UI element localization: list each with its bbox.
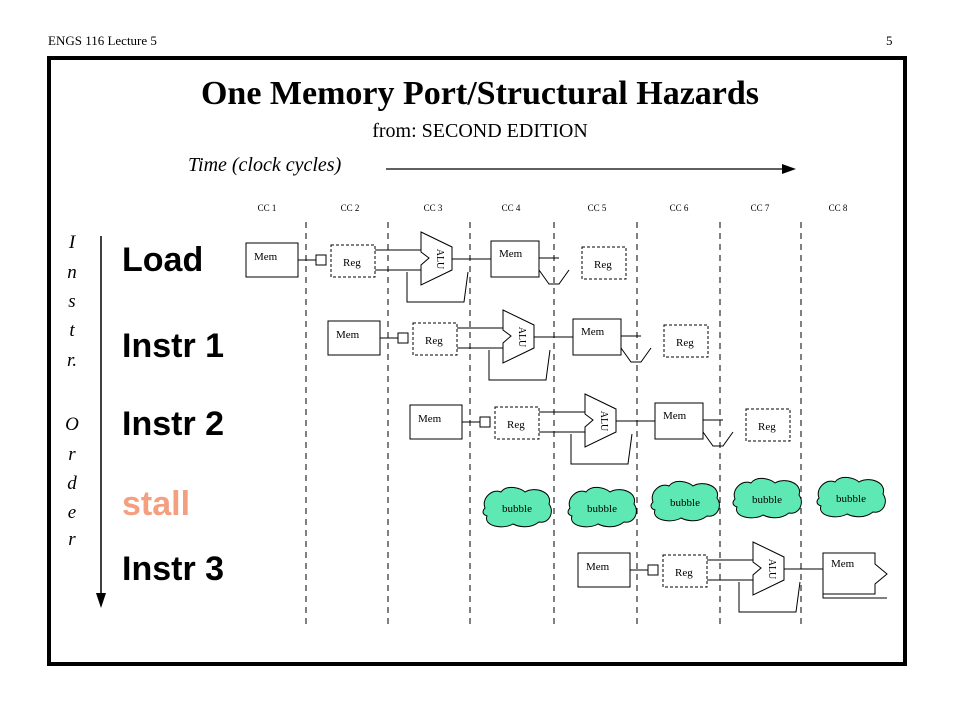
instr-mem-box xyxy=(327,320,381,356)
data-mem-label: Mem xyxy=(663,410,687,422)
reg-read-label: Reg xyxy=(507,419,525,431)
reg-write-label: Reg xyxy=(594,259,612,271)
cycle-label-6: CC 6 xyxy=(670,203,689,213)
cycle-label-5: CC 5 xyxy=(588,203,607,213)
slide-frame xyxy=(47,56,907,666)
reg-read-label: Reg xyxy=(425,335,443,347)
bubble-cloud-2 xyxy=(567,486,637,528)
bubble-label-4: bubble xyxy=(752,494,782,506)
bubble-label-1: bubble xyxy=(502,503,532,515)
bubble-cloud-5 xyxy=(816,476,886,518)
cycle-label-8: CC 8 xyxy=(829,203,848,213)
row-label-instr3: Instr 3 xyxy=(122,550,225,588)
order-letter-2: n xyxy=(67,262,77,283)
alu-label: ALU xyxy=(598,411,609,432)
order-letter-10: e xyxy=(68,502,76,523)
reg-read-box xyxy=(494,406,540,440)
alu-shape xyxy=(752,541,785,596)
alu-shape xyxy=(502,309,535,364)
row-label-load: Load xyxy=(122,241,204,279)
data-mem-box xyxy=(654,402,704,440)
data-mem-box xyxy=(822,552,888,595)
bubble-cloud-1 xyxy=(482,486,552,528)
order-letter-11: r xyxy=(68,529,76,550)
bubble-label-3: bubble xyxy=(670,497,700,509)
cycle-label-4: CC 4 xyxy=(502,203,521,213)
pipeline-latch xyxy=(479,416,491,428)
data-mem-box xyxy=(572,318,622,356)
time-arrow-head xyxy=(782,164,796,174)
cycle-label-7: CC 7 xyxy=(751,203,770,213)
order-letter-9: d xyxy=(67,473,77,494)
reg-read-box xyxy=(662,554,708,588)
data-mem-label: Mem xyxy=(831,558,855,570)
page-number: 5 xyxy=(886,33,893,48)
data-mem-box xyxy=(490,240,540,278)
alu-label: ALU xyxy=(766,559,777,580)
bubble-label-5: bubble xyxy=(836,493,866,505)
slide-title: One Memory Port/Structural Hazards xyxy=(200,75,760,112)
reg-read-label: Reg xyxy=(343,257,361,269)
reg-read-box xyxy=(330,244,376,278)
data-mem-label: Mem xyxy=(581,326,605,338)
time-axis-label: Time (clock cycles) xyxy=(188,154,342,176)
cycle-label-1: CC 1 xyxy=(258,203,277,213)
order-letter-7: O xyxy=(65,414,79,435)
instr-mem-label: Mem xyxy=(254,251,278,263)
reg-write-box xyxy=(745,408,791,442)
instr-mem-label: Mem xyxy=(336,329,360,341)
order-letter-1: I xyxy=(68,232,77,253)
reg-write-label: Reg xyxy=(676,337,694,349)
reg-write-box xyxy=(663,324,709,358)
bypass-wire xyxy=(570,433,633,465)
reg-write-box xyxy=(581,246,627,280)
order-letter-3: s xyxy=(68,291,75,312)
order-arrow-head xyxy=(96,593,106,608)
data-mem-label: Mem xyxy=(499,248,523,260)
row-label-stall: stall xyxy=(122,485,191,523)
instr-mem-label: Mem xyxy=(418,413,442,425)
bubble-cloud-3 xyxy=(650,480,720,522)
instr-mem-box xyxy=(409,404,463,440)
row-label-instr2: Instr 2 xyxy=(122,405,225,443)
cycle-label-2: CC 2 xyxy=(341,203,360,213)
cycle-label-3: CC 3 xyxy=(424,203,443,213)
alu-label: ALU xyxy=(434,249,445,270)
order-letter-8: r xyxy=(68,444,76,465)
alu-label: ALU xyxy=(516,327,527,348)
bypass-wire xyxy=(406,271,469,303)
lecture-header: ENGS 116 Lecture 5 xyxy=(48,33,157,48)
order-letter-5: r. xyxy=(67,350,77,371)
bypass-wire xyxy=(488,349,551,381)
alu-shape xyxy=(420,231,453,286)
reg-read-box xyxy=(412,322,458,356)
pipeline-latch xyxy=(647,564,659,576)
row-label-instr1: Instr 1 xyxy=(122,327,225,365)
bubble-cloud-4 xyxy=(732,477,802,519)
bubble-label-2: bubble xyxy=(587,503,617,515)
instr-mem-label: Mem xyxy=(586,561,610,573)
bypass-wire xyxy=(738,581,801,613)
instr-mem-box xyxy=(577,552,631,588)
alu-shape xyxy=(584,393,617,448)
pipeline-latch xyxy=(315,254,327,266)
order-letter-4: t xyxy=(69,320,75,341)
pipeline-latch xyxy=(397,332,409,344)
reg-write-label: Reg xyxy=(758,421,776,433)
slide-subtitle: from: SECOND EDITION xyxy=(372,120,588,142)
reg-read-label: Reg xyxy=(675,567,693,579)
